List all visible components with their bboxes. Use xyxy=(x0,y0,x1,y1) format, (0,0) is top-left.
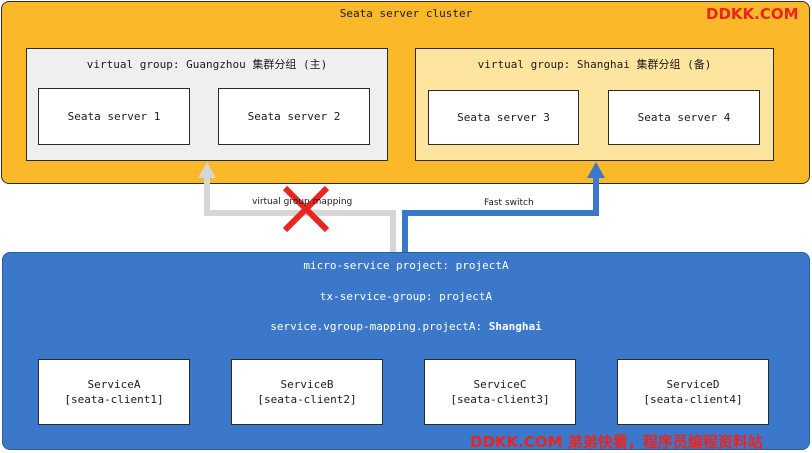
service-name: ServiceB xyxy=(280,378,334,391)
group-title-shanghai: virtual group: Shanghai 集群分组 (备) xyxy=(477,58,712,71)
service-client: [seata-client2] xyxy=(257,393,357,406)
service-name: ServiceD xyxy=(666,378,720,391)
group-title-guangzhou: virtual group: Guangzhou 集群分组 (主) xyxy=(86,58,328,71)
service-name: ServiceC xyxy=(473,378,527,391)
vgroup-mapping-line: service.vgroup-mapping.projectA: Shangha… xyxy=(0,320,812,333)
service-d: ServiceD [seata-client4] xyxy=(617,359,769,425)
service-c: ServiceC [seata-client3] xyxy=(424,359,576,425)
seata-server-3: Seata server 3 xyxy=(428,90,579,145)
service-a: ServiceA [seata-client1] xyxy=(38,359,190,425)
project-line: micro-service project: projectA xyxy=(303,259,509,272)
service-name: ServiceA xyxy=(87,378,141,391)
service-client: [seata-client3] xyxy=(450,393,550,406)
vgroup-mapping-value: Shanghai xyxy=(488,320,542,333)
service-b: ServiceB [seata-client2] xyxy=(231,359,383,425)
vgroup-mapping-key: service.vgroup-mapping.projectA: xyxy=(270,320,483,333)
seata-server-1: Seata server 1 xyxy=(38,88,190,145)
watermark-top: DDKK.COM xyxy=(706,5,799,23)
fast-switch-arrowhead xyxy=(587,162,605,178)
old-mapping-arrowhead xyxy=(198,162,216,178)
service-client: [seata-client1] xyxy=(64,393,164,406)
seata-server-4: Seata server 4 xyxy=(608,90,760,145)
tx-service-group-line: tx-service-group: projectA xyxy=(319,290,493,303)
fast-switch-label: Fast switch xyxy=(484,198,534,208)
fast-switch-arrow xyxy=(402,176,599,252)
cancel-cross-icon xyxy=(282,185,330,233)
virtual-group-mapping-label: virtual group mapping xyxy=(252,197,353,207)
service-client: [seata-client4] xyxy=(643,393,743,406)
seata-server-2: Seata server 2 xyxy=(218,88,370,145)
watermark-bottom: DDKK.COM 弟弟快看，程序员编程资料站 xyxy=(470,433,763,451)
cluster-title: Seata server cluster xyxy=(339,7,473,20)
